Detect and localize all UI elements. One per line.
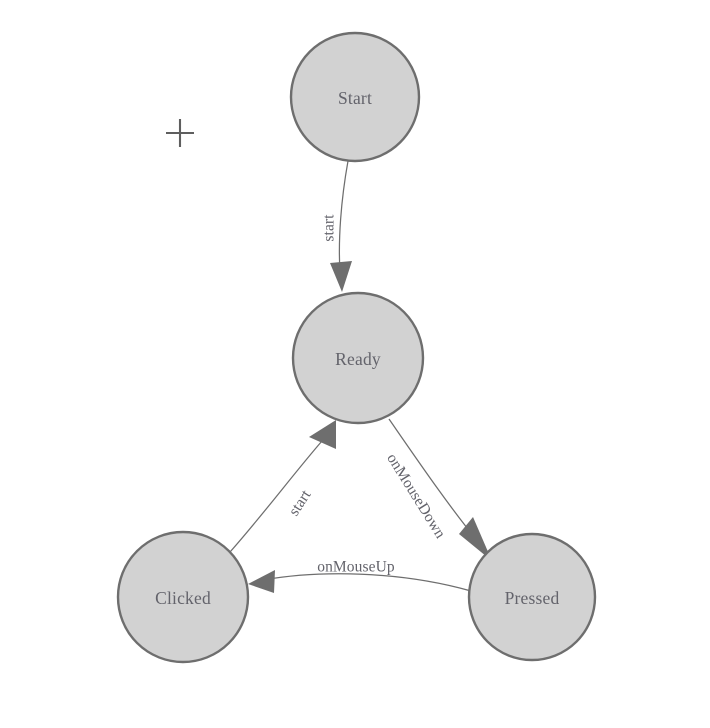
node-circle-pressed[interactable] (467, 532, 597, 662)
node-clicked[interactable]: Clicked (116, 530, 250, 664)
edge-label-ready-to-pressed: onMouseDown (383, 450, 449, 541)
edge-path-start-to-ready[interactable] (338, 160, 349, 273)
node-circle-ready[interactable] (291, 291, 425, 425)
node-label-clicked: Clicked (155, 588, 211, 608)
node-ready[interactable]: Ready (291, 291, 425, 425)
edge-start-to-ready[interactable]: start (321, 160, 353, 292)
node-label-ready: Ready (335, 349, 381, 369)
edge-ready-to-pressed[interactable]: onMouseDown (383, 418, 492, 561)
edge-clicked-to-ready[interactable]: start (229, 420, 336, 553)
edge-pressed-to-clicked[interactable]: onMouseUp (248, 559, 472, 594)
node-label-pressed: Pressed (505, 588, 560, 608)
arrowhead-start-to-ready (330, 261, 352, 292)
edge-label-clicked-to-ready: start (285, 486, 314, 519)
edge-path-pressed-to-clicked[interactable] (262, 573, 472, 592)
arrowhead-pressed-to-clicked (248, 570, 275, 593)
node-label-start: Start (338, 88, 372, 108)
edge-label-pressed-to-clicked: onMouseUp (317, 559, 395, 576)
arrowhead-ready-to-pressed (459, 517, 492, 561)
edge-path-clicked-to-ready[interactable] (229, 440, 323, 553)
node-pressed[interactable]: Pressed (467, 532, 597, 662)
crosshair-icon[interactable] (166, 119, 194, 147)
node-circle-start[interactable] (289, 31, 421, 163)
node-start[interactable]: Start (289, 31, 421, 163)
edge-label-start-to-ready: start (321, 214, 338, 242)
arrowhead-clicked-to-ready (309, 420, 336, 449)
node-circle-clicked[interactable] (116, 530, 250, 664)
